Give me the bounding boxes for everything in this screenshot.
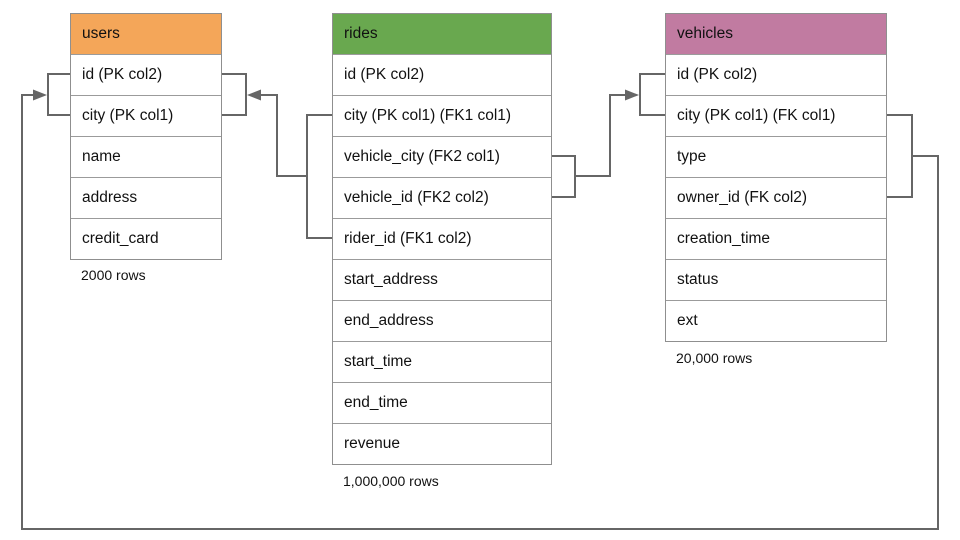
table-rides-column-rider-id: rider_id (FK1 col2): [333, 218, 551, 259]
users-row-count: 2000 rows: [81, 267, 146, 283]
table-vehicles-column-creation-time: creation_time: [666, 218, 886, 259]
table-rides-column-start-time: start_time: [333, 341, 551, 382]
table-users-column-address: address: [71, 177, 221, 218]
table-rides-column-end-address: end_address: [333, 300, 551, 341]
table-vehicles-column-ext: ext: [666, 300, 886, 341]
rides-to-users-line: [261, 94, 332, 239]
users-left-fk-bracket: [47, 73, 70, 116]
rides-to-vehicles-line: [552, 94, 625, 198]
table-rides-column-id: id (PK col2): [333, 54, 551, 95]
table-vehicles-header: vehicles: [666, 14, 886, 54]
table-rides-column-vehicle-city: vehicle_city (FK2 col1): [333, 136, 551, 177]
table-rides-column-vehicle-id: vehicle_id (FK2 col2): [333, 177, 551, 218]
rides-to-vehicles-arrowhead: [625, 89, 639, 101]
table-rides-column-revenue: revenue: [333, 423, 551, 464]
table-vehicles-column-id: id (PK col2): [666, 54, 886, 95]
rides-row-count: 1,000,000 rows: [343, 473, 439, 489]
rides-to-users-arrowhead: [247, 89, 261, 101]
table-users: users id (PK col2) city (PK col1) name a…: [70, 13, 222, 260]
table-vehicles-column-owner-id: owner_id (FK col2): [666, 177, 886, 218]
table-users-column-city: city (PK col1): [71, 95, 221, 136]
table-vehicles-column-type: type: [666, 136, 886, 177]
table-rides-column-start-address: start_address: [333, 259, 551, 300]
users-right-fk-bracket: [222, 73, 247, 116]
table-vehicles: vehicles id (PK col2) city (PK col1) (FK…: [665, 13, 887, 342]
table-vehicles-column-status: status: [666, 259, 886, 300]
vehicles-left-fk-bracket: [639, 73, 665, 116]
table-users-header: users: [71, 14, 221, 54]
vehicles-to-users-line: [21, 94, 939, 530]
table-rides-header: rides: [333, 14, 551, 54]
table-rides: rides id (PK col2) city (PK col1) (FK1 c…: [332, 13, 552, 465]
table-rides-column-end-time: end_time: [333, 382, 551, 423]
table-users-column-name: name: [71, 136, 221, 177]
vehicles-row-count: 20,000 rows: [676, 350, 753, 366]
table-users-column-id: id (PK col2): [71, 54, 221, 95]
table-rides-column-city: city (PK col1) (FK1 col1): [333, 95, 551, 136]
vehicles-to-users-arrowhead: [33, 89, 47, 101]
table-vehicles-column-city: city (PK col1) (FK col1): [666, 95, 886, 136]
table-users-column-credit-card: credit_card: [71, 218, 221, 259]
